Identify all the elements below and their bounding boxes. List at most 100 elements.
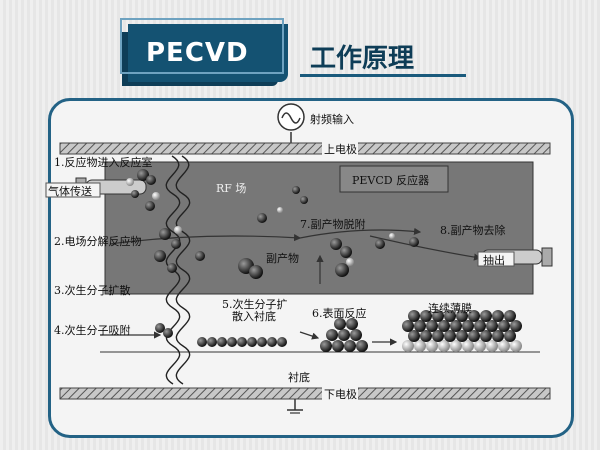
molecule bbox=[195, 251, 205, 261]
upper-electrode-label: 上电极 bbox=[324, 143, 357, 156]
diffuse-arrow bbox=[299, 331, 320, 340]
exhaust-flange bbox=[541, 247, 553, 267]
atom bbox=[207, 337, 217, 347]
molecule bbox=[292, 186, 300, 194]
light-molecules bbox=[126, 178, 395, 266]
molecule bbox=[375, 239, 385, 249]
film-atom bbox=[480, 310, 492, 322]
film-atom bbox=[468, 330, 480, 342]
atom bbox=[237, 337, 247, 347]
molecule bbox=[300, 196, 308, 204]
film-atom bbox=[486, 320, 498, 332]
film-atom bbox=[480, 330, 492, 342]
film-atom bbox=[414, 320, 426, 332]
molecule-light bbox=[346, 258, 354, 266]
film-atom bbox=[438, 340, 450, 352]
film-atom bbox=[426, 340, 438, 352]
film-atom bbox=[408, 330, 420, 342]
film-atom bbox=[420, 330, 432, 342]
step-5-label-b: 散入衬底 bbox=[232, 310, 276, 323]
upper-electrode-label-bg bbox=[322, 141, 358, 155]
lower-electrode-label-bg bbox=[322, 386, 358, 400]
title-underline bbox=[300, 74, 466, 77]
film-atom bbox=[510, 340, 522, 352]
film-atom bbox=[486, 340, 498, 352]
molecule bbox=[154, 250, 166, 262]
film-atom bbox=[462, 320, 474, 332]
film-atom bbox=[432, 330, 444, 342]
film-atom bbox=[408, 310, 420, 322]
atom bbox=[326, 329, 338, 341]
step-1-label: 1.反应物进入反应室 bbox=[54, 156, 153, 169]
atom bbox=[277, 337, 287, 347]
film-atom bbox=[420, 310, 432, 322]
atom bbox=[320, 340, 332, 352]
atom bbox=[197, 337, 207, 347]
step-5-label-a: 5.次生分子扩 bbox=[222, 298, 288, 311]
film-atom bbox=[432, 310, 444, 322]
film-atom bbox=[426, 320, 438, 332]
film-atom bbox=[510, 320, 522, 332]
rf-wave-right bbox=[175, 155, 191, 385]
molecule bbox=[155, 323, 165, 333]
molecule bbox=[249, 265, 263, 279]
step-4-label: 4.次生分子吸附 bbox=[54, 324, 131, 337]
substrate-label: 衬底 bbox=[288, 371, 310, 384]
gas-feed-label-bg bbox=[45, 182, 101, 198]
flow-arrow-3 bbox=[369, 235, 482, 261]
film-atom bbox=[468, 310, 480, 322]
step-7-label: 7.副产物脱附 bbox=[300, 218, 366, 231]
rf-field-label: RF 场 bbox=[216, 182, 247, 195]
film-atom bbox=[444, 310, 456, 322]
film-atom bbox=[492, 330, 504, 342]
molecule bbox=[131, 190, 139, 198]
title-sub: 工作原理 bbox=[310, 44, 415, 74]
atom bbox=[350, 329, 362, 341]
molecule bbox=[171, 239, 181, 249]
gas-feed-label: 气体传送 bbox=[48, 185, 92, 198]
film-atom bbox=[402, 320, 414, 332]
lower-electrode bbox=[59, 387, 551, 400]
film-atom bbox=[444, 330, 456, 342]
atom bbox=[344, 340, 356, 352]
film-atom bbox=[450, 320, 462, 332]
atom bbox=[247, 337, 257, 347]
film-atom bbox=[438, 320, 450, 332]
molecule-light bbox=[174, 226, 182, 234]
molecule bbox=[409, 237, 419, 247]
film-atom bbox=[456, 310, 468, 322]
molecule bbox=[163, 328, 173, 338]
surface-cluster-react bbox=[320, 318, 368, 352]
molecule bbox=[159, 228, 171, 240]
film-atom bbox=[474, 340, 486, 352]
step-8-label: 8.副产物去除 bbox=[440, 224, 506, 237]
title-banner bbox=[120, 18, 288, 82]
film-atom bbox=[504, 310, 516, 322]
atom bbox=[334, 318, 346, 330]
film-atom bbox=[474, 320, 486, 332]
film-atom bbox=[462, 340, 474, 352]
flow-arrow-1 bbox=[109, 234, 302, 245]
surface-cluster-diffuse bbox=[197, 337, 287, 347]
molecule bbox=[167, 263, 177, 273]
rf-input-label: 射频输入 bbox=[310, 113, 354, 126]
reactor-label: PEVCD 反应器 bbox=[352, 174, 430, 187]
film-atom bbox=[450, 340, 462, 352]
molecule-light bbox=[389, 233, 395, 239]
atom bbox=[338, 329, 350, 341]
atom bbox=[217, 337, 227, 347]
film-atom bbox=[492, 310, 504, 322]
exhaust-label: 抽出 bbox=[483, 254, 505, 267]
atom bbox=[227, 337, 237, 347]
title-main: PECVD bbox=[146, 38, 249, 68]
upper-electrode bbox=[59, 142, 551, 155]
atom bbox=[346, 318, 358, 330]
film-atom bbox=[498, 340, 510, 352]
molecule bbox=[340, 246, 352, 258]
film-atom bbox=[414, 340, 426, 352]
molecule-light bbox=[152, 192, 160, 200]
atom bbox=[356, 340, 368, 352]
step-3-label: 3.次生分子扩散 bbox=[54, 284, 131, 297]
molecule bbox=[145, 201, 155, 211]
